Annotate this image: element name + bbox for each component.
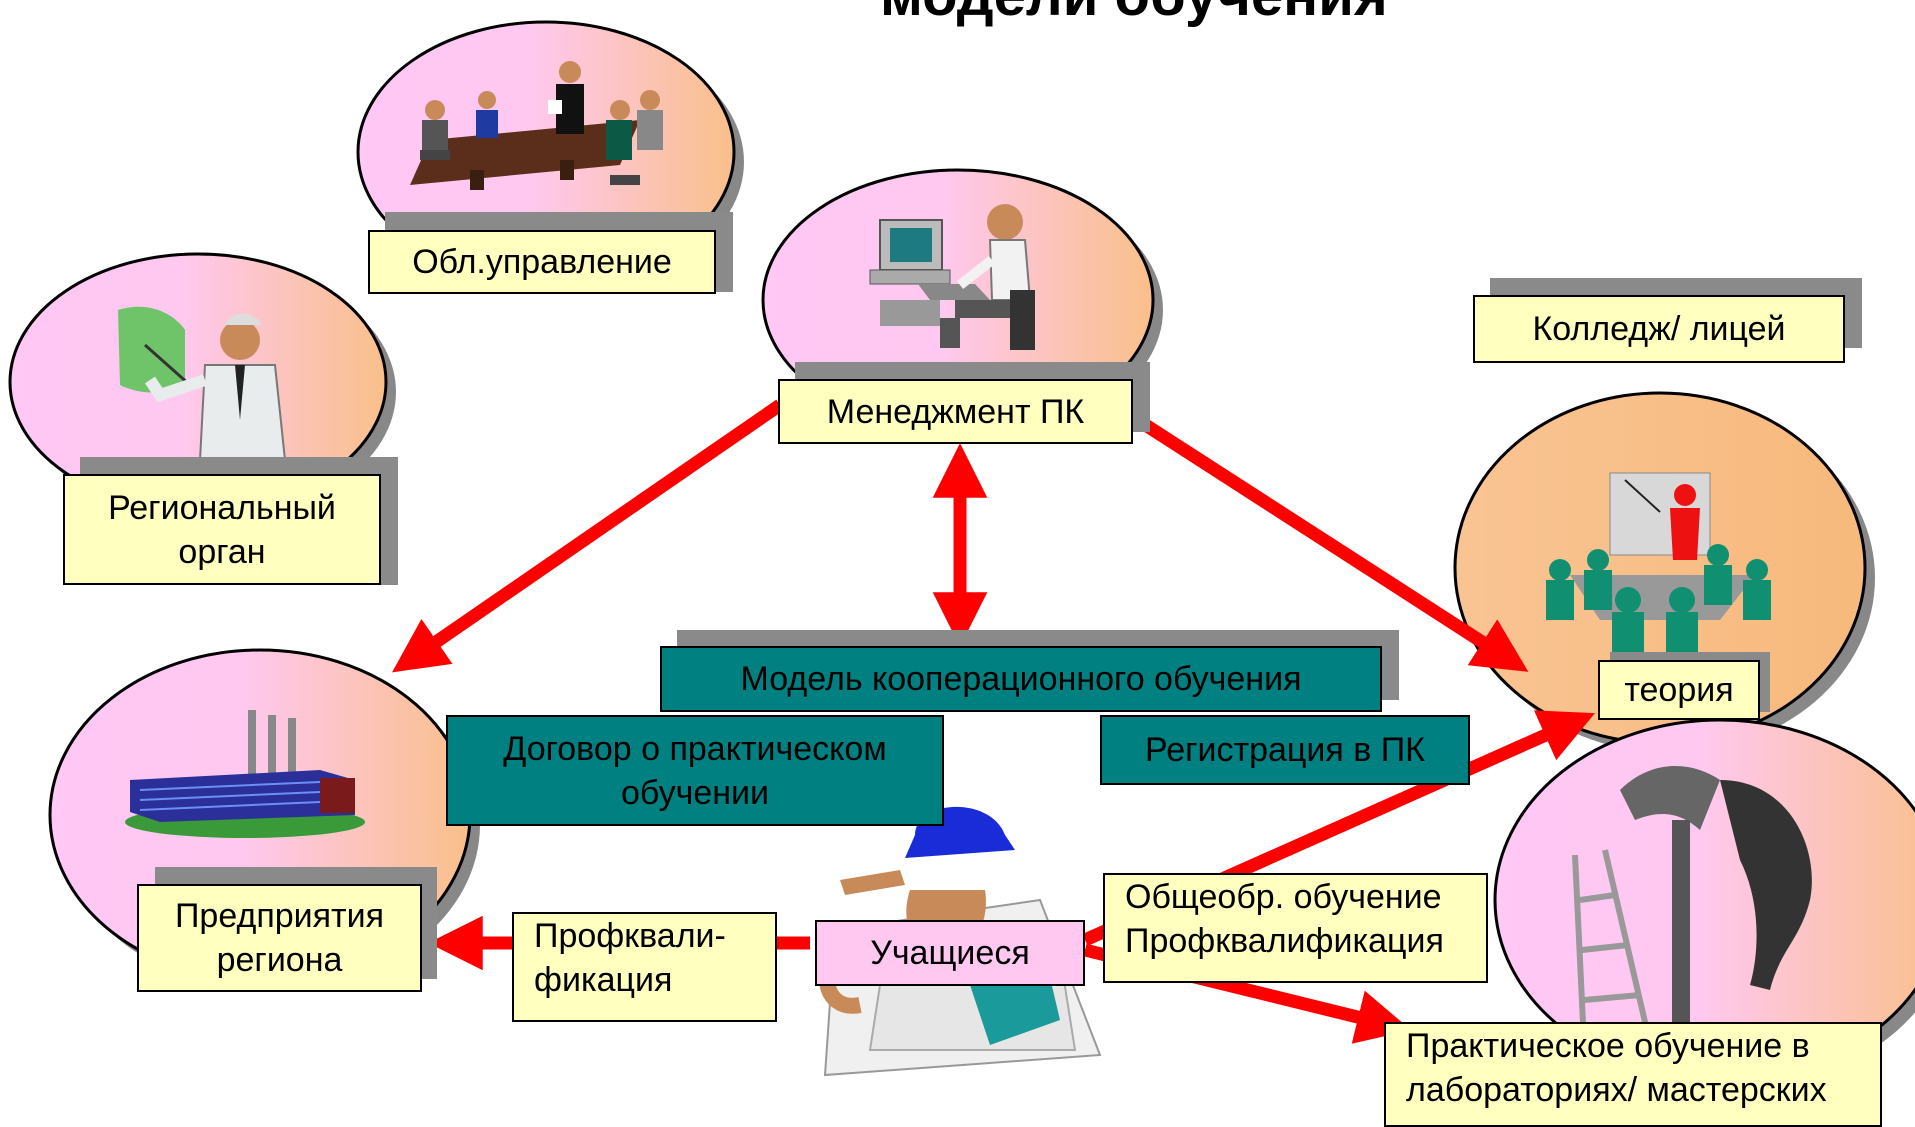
practical-label-line2: лабораториях/ мастерских — [1406, 1071, 1827, 1109]
contract-label: Договор о практическом обучении — [446, 715, 944, 826]
practical-label-line1: Практическое обучение в — [1406, 1027, 1810, 1065]
classroom-icon — [1546, 472, 1771, 652]
regional-label-line2: орган — [178, 532, 266, 571]
general-label-line2: Профквалификация — [1125, 922, 1444, 960]
prof-label-line1: Профквали- — [534, 917, 726, 955]
registration-label: Регистрация в ПК — [1100, 715, 1470, 785]
computer-user-icon — [869, 204, 1035, 350]
prof-label: Профквали- фикация — [512, 912, 777, 1022]
meeting-icon — [410, 61, 663, 190]
students-label: Учащиеся — [815, 920, 1085, 986]
contract-label-line1: Договор о практическом — [503, 729, 887, 768]
general-label: Общеобр. обучение Профквалификация — [1103, 873, 1488, 983]
obl-label: Обл.управление — [368, 230, 716, 294]
enterprises-label: Предприятия региона — [137, 884, 422, 992]
college-label: Колледж/ лицей — [1473, 295, 1845, 363]
enterprises-label-line1: Предприятия — [174, 897, 385, 935]
contract-label-line2: обучении — [620, 773, 770, 812]
coop-model-label: Модель кооперационного обучения — [660, 646, 1382, 712]
presenter-icon — [118, 306, 287, 461]
general-label-line1: Общеобр. обучение — [1125, 878, 1442, 916]
enterprises-label-line2: региона — [216, 941, 343, 979]
arrow-management-to-enterprises — [392, 399, 784, 673]
regional-label: Региональный орган — [63, 474, 381, 585]
arrows — [392, 399, 1595, 1044]
factory-icon — [125, 710, 365, 838]
management-label: Менеджмент ПК — [778, 379, 1133, 444]
practical-label: Практическое обучение в лабораториях/ ма… — [1384, 1022, 1882, 1127]
regional-label-line1: Региональный — [108, 488, 336, 527]
page-title: модели обучения — [880, 0, 1388, 29]
theory-label: теория — [1598, 660, 1760, 720]
arrow-management-to-college — [1126, 409, 1529, 672]
prof-label-line2: фикация — [534, 961, 673, 999]
